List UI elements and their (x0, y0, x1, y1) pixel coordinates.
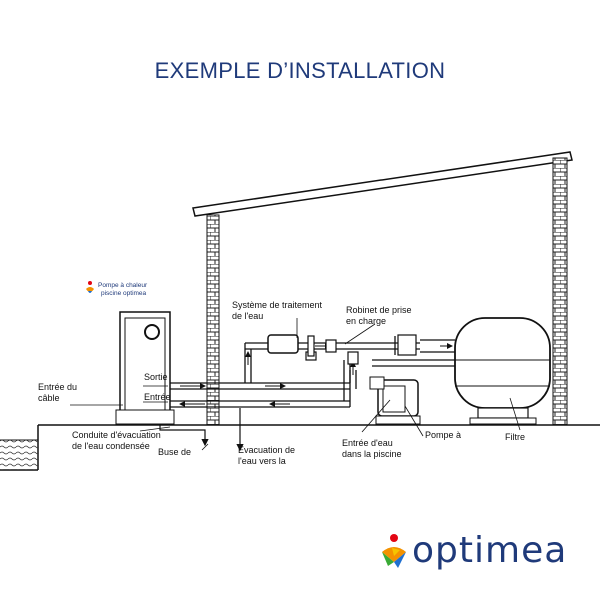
brick-wall-icon (552, 157, 568, 426)
heat-pump-unit-icon (115, 311, 175, 425)
label-outlet: Sortie (144, 372, 168, 382)
water-treatment-unit (267, 334, 299, 354)
pool-water (0, 440, 38, 470)
leader-lines (70, 318, 521, 451)
label-nozzle: Buse de (158, 447, 191, 457)
valve-icon (305, 334, 417, 365)
svg-text:Pompe à chaleur: Pompe à chaleur (98, 282, 148, 289)
brick-wall-icon (206, 214, 220, 426)
pool-pump-icon (369, 376, 421, 425)
condensate-pipe (159, 424, 209, 447)
label-inlet: Entrée (144, 392, 171, 402)
sand-filter-icon (454, 317, 551, 425)
heat-pump-tag: Pompe à chaleur piscine optimea (86, 281, 148, 297)
roof (192, 151, 573, 217)
svg-text:piscine optimea: piscine optimea (101, 290, 147, 297)
label-filter: Filtre (505, 432, 525, 442)
page-title: EXEMPLE D’INSTALLATION (154, 58, 446, 83)
brand-logo-icon (382, 534, 406, 568)
label-pump: Pompe à (425, 430, 461, 440)
brand-logo: optimea (378, 526, 588, 576)
brand-name: optimea (412, 530, 568, 571)
